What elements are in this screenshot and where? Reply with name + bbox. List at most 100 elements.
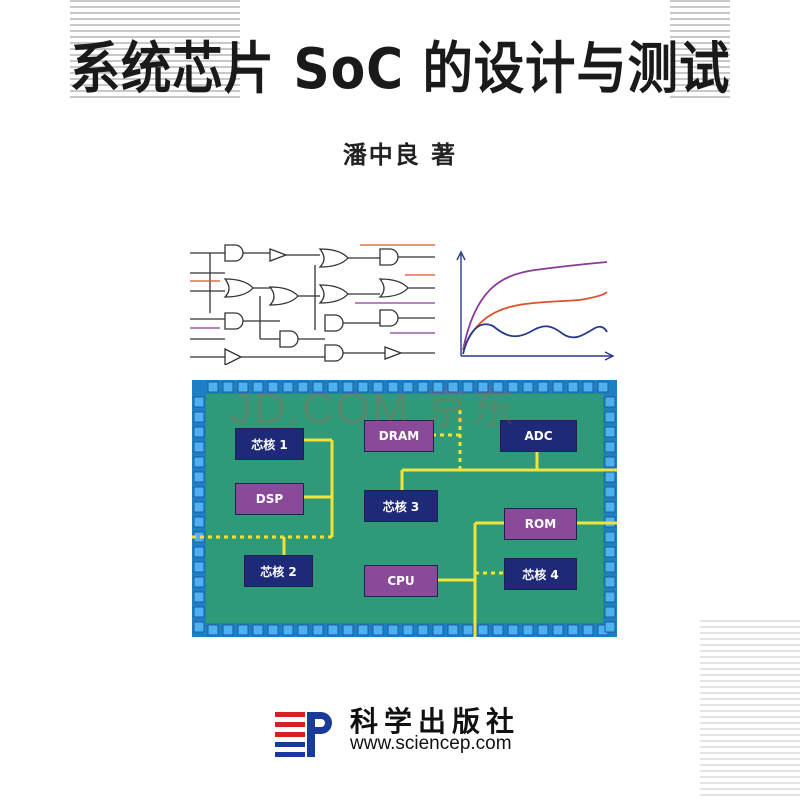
book-author: 潘中良 著	[342, 141, 458, 169]
cpu-block: CPU	[364, 565, 438, 597]
chip-pad	[252, 624, 264, 636]
chip-pad	[342, 381, 354, 393]
adc-block: ADC	[500, 420, 577, 452]
chip-pad	[604, 471, 616, 483]
chip-pad	[193, 426, 205, 438]
chip-pad	[462, 624, 474, 636]
chip-pad	[297, 381, 309, 393]
chip-pad	[327, 624, 339, 636]
chip-pad	[327, 381, 339, 393]
corner-hatch	[700, 620, 800, 800]
chip-pad	[417, 624, 429, 636]
chip-pad	[282, 381, 294, 393]
chip-pad	[417, 381, 429, 393]
chip-pad	[237, 624, 249, 636]
chip-pad	[432, 381, 444, 393]
chip-pad	[312, 624, 324, 636]
chip-pad	[492, 624, 504, 636]
chip-pad	[193, 516, 205, 528]
chip-pad	[552, 381, 564, 393]
chip-pad	[604, 486, 616, 498]
chip-pad	[567, 624, 579, 636]
chip-pad	[222, 381, 234, 393]
chip-pad	[537, 624, 549, 636]
chip-pad	[193, 546, 205, 558]
chip-pad	[492, 381, 504, 393]
chip-pad	[193, 621, 205, 633]
core-4-block: 芯核 4	[504, 558, 577, 590]
chip-pad	[432, 624, 444, 636]
chip-pad	[604, 426, 616, 438]
chip-pad	[582, 624, 594, 636]
chip-pad	[222, 624, 234, 636]
waveform-plot	[456, 250, 615, 361]
chip-pad	[604, 531, 616, 543]
chip-pad	[604, 411, 616, 423]
science-press-logo	[275, 712, 332, 757]
publisher-url: www.sciencep.com	[350, 733, 512, 754]
soc-chip-diagram: 芯核 1 DSP 芯核 2 DRAM 芯核 3 CPU ADC ROM 芯核 4	[192, 380, 617, 637]
dsp-block: DSP	[235, 483, 304, 515]
core-1-block: 芯核 1	[235, 428, 304, 460]
chip-pad	[193, 561, 205, 573]
chip-pad	[604, 576, 616, 588]
chip-pad	[604, 501, 616, 513]
chip-pad	[604, 546, 616, 558]
logic-circuit-diagram	[190, 244, 435, 365]
chip-pad	[477, 381, 489, 393]
chip-pad	[552, 624, 564, 636]
core-2-block: 芯核 2	[244, 555, 313, 587]
chip-pad	[604, 606, 616, 618]
chip-pad	[447, 624, 459, 636]
chip-pad	[193, 486, 205, 498]
chip-pad	[507, 624, 519, 636]
chip-pad	[193, 441, 205, 453]
chip-pad	[387, 381, 399, 393]
orange-curve	[462, 291, 608, 351]
chip-pad	[604, 591, 616, 603]
chip-pad	[372, 624, 384, 636]
chip-pad	[507, 381, 519, 393]
chip-pad	[252, 381, 264, 393]
chip-pad	[372, 381, 384, 393]
chip-pad	[193, 456, 205, 468]
chip-pad	[267, 381, 279, 393]
chip-pad	[297, 624, 309, 636]
chip-pad	[282, 624, 294, 636]
chip-pad	[604, 561, 616, 573]
rom-block: ROM	[504, 508, 577, 540]
purple-curve	[462, 261, 608, 351]
chip-pad	[604, 621, 616, 633]
chip-pad	[207, 624, 219, 636]
core-3-block: 芯核 3	[364, 490, 438, 522]
book-title: 系统芯片 SoC 的设计与测试	[69, 37, 731, 102]
chip-pad	[462, 381, 474, 393]
chip-pad	[193, 411, 205, 423]
chip-pad	[193, 576, 205, 588]
chip-pad	[267, 624, 279, 636]
chip-pad	[387, 624, 399, 636]
chip-pad	[582, 381, 594, 393]
chip-pad	[522, 624, 534, 636]
chip-pad	[604, 396, 616, 408]
chip-pad	[193, 396, 205, 408]
chip-pad	[193, 471, 205, 483]
chip-pad	[402, 381, 414, 393]
navy-curve	[462, 323, 608, 355]
chip-pad	[537, 381, 549, 393]
chip-pad	[402, 624, 414, 636]
title-hatch-right	[670, 0, 730, 100]
chip-pad	[193, 501, 205, 513]
chip-pad	[357, 381, 369, 393]
chip-pad	[604, 456, 616, 468]
jd-watermark: JD.COM 京东	[230, 384, 517, 433]
dram-block: DRAM	[364, 420, 434, 452]
chip-pad	[604, 441, 616, 453]
chip-pad	[342, 624, 354, 636]
chip-pad	[597, 381, 609, 393]
title-hatch-left	[70, 0, 240, 100]
chip-pad	[237, 381, 249, 393]
chip-pad	[477, 624, 489, 636]
chip-pad	[357, 624, 369, 636]
chip-pad	[193, 606, 205, 618]
